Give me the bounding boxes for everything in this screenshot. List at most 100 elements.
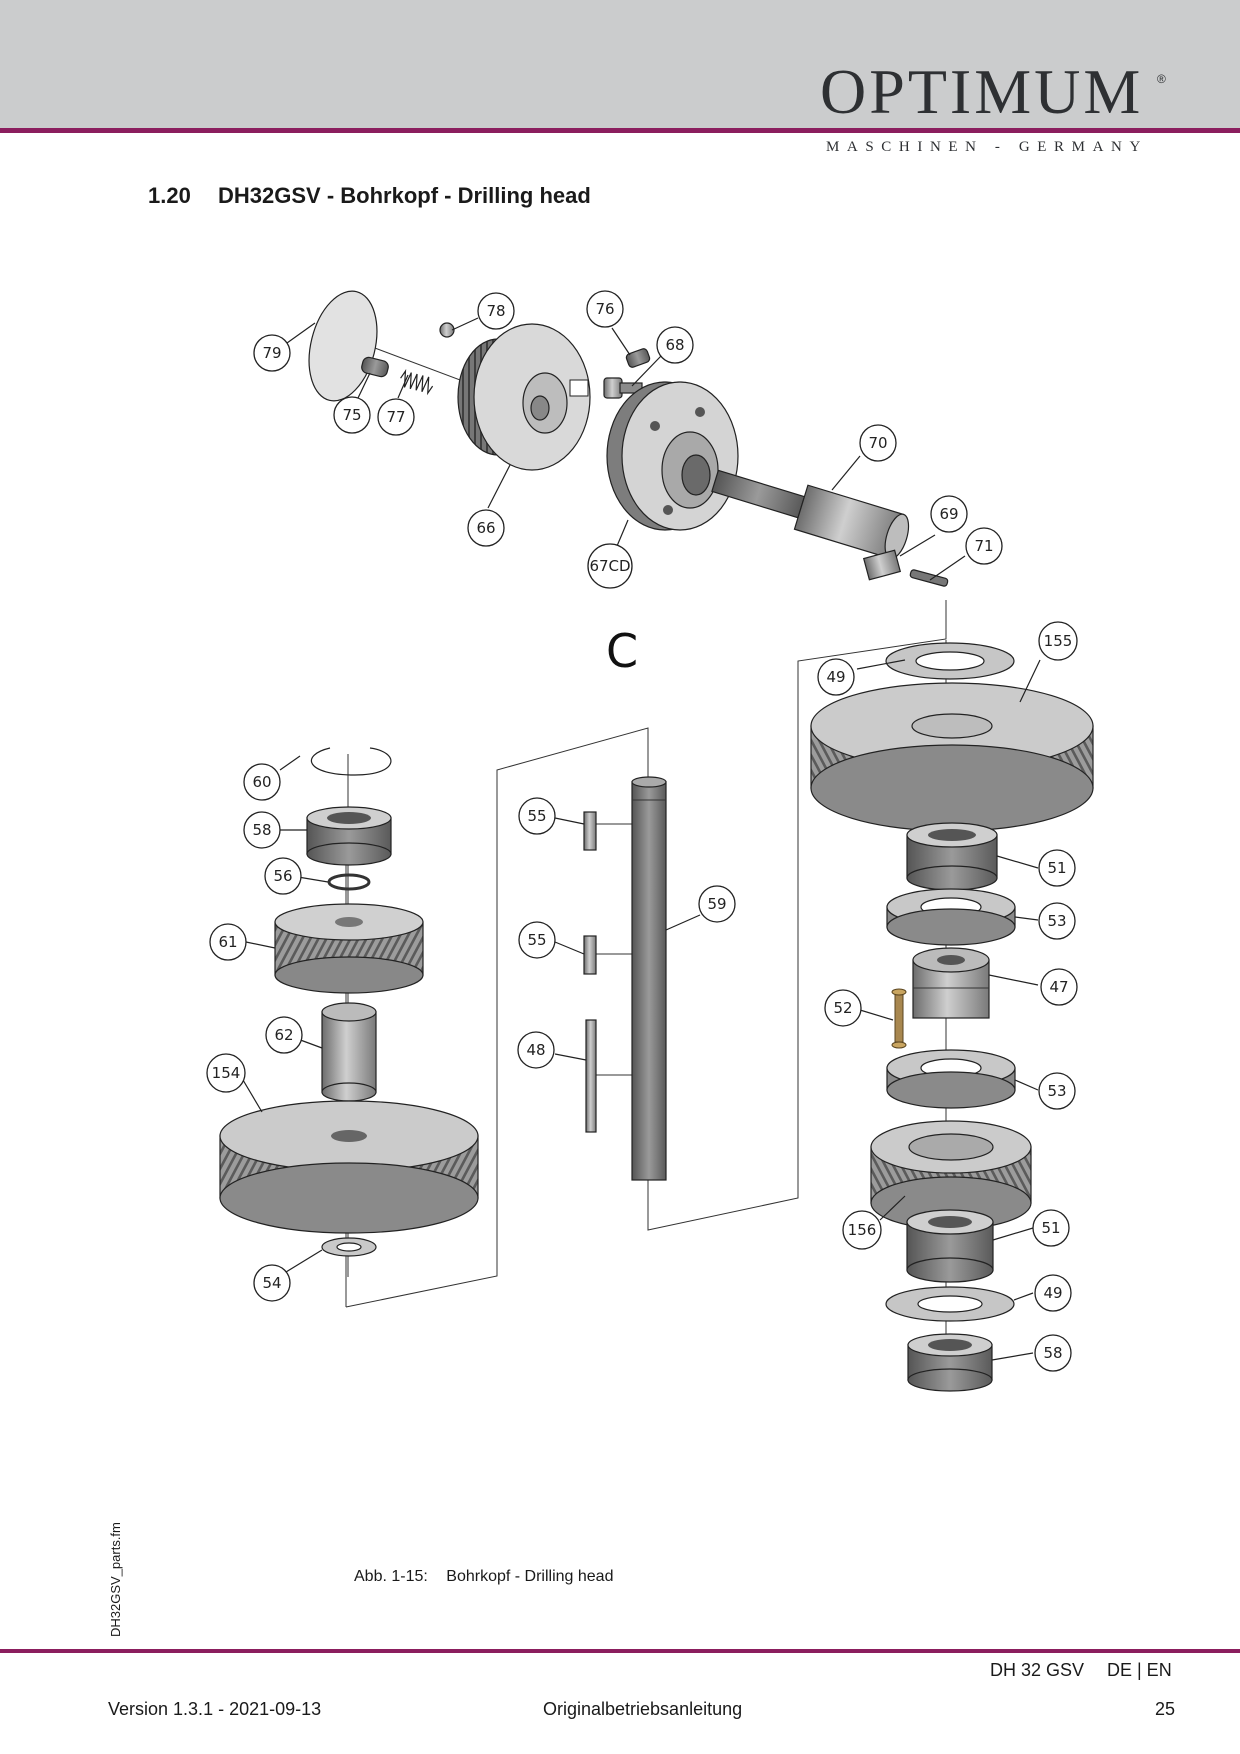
callout-53-bottom: 53 — [1038, 1072, 1076, 1110]
callout-51-top: 51 — [1038, 849, 1076, 887]
svg-text:79: 79 — [262, 344, 281, 362]
svg-text:49: 49 — [1043, 1284, 1062, 1302]
footer-doc-type: Originalbetriebsanleitung — [543, 1699, 743, 1719]
part-49-washer-bottom — [885, 1286, 1015, 1322]
right-stack — [810, 640, 1094, 1392]
part-58-bearing-bottom — [907, 1333, 993, 1392]
callout-154: 154 — [206, 1053, 246, 1093]
callout-70: 70 — [859, 424, 897, 462]
callout-62: 62 — [265, 1016, 303, 1054]
part-76-screw — [625, 348, 651, 368]
svg-text:47: 47 — [1049, 978, 1068, 996]
callout-49-bottom: 49 — [1034, 1274, 1072, 1312]
svg-text:66: 66 — [476, 519, 495, 537]
part-71-pin — [909, 569, 949, 587]
callout-67CD: 67CD — [587, 543, 633, 589]
callout-55-lower: 55 — [518, 921, 556, 959]
callout-155: 155 — [1038, 621, 1078, 661]
svg-text:75: 75 — [342, 406, 361, 424]
svg-text:60: 60 — [252, 773, 271, 791]
upper-assembly — [308, 290, 949, 587]
svg-text:78: 78 — [486, 302, 505, 320]
callout-77: 77 — [377, 398, 415, 436]
header-rule — [0, 128, 1240, 133]
callout-56: 56 — [264, 857, 302, 895]
section-number: 1.20 — [148, 183, 191, 208]
section-marker: C — [606, 624, 638, 678]
part-154-large-gear — [219, 1100, 479, 1234]
brand-tagline: MASCHINEN - GERMANY — [826, 139, 1148, 155]
callout-49-top: 49 — [817, 658, 855, 696]
part-155-large-gear — [810, 682, 1094, 832]
figure-caption-label: Abb. 1-15: — [354, 1568, 428, 1585]
callout-75: 75 — [333, 396, 371, 434]
svg-text:62: 62 — [274, 1026, 293, 1044]
callout-68: 68 — [656, 326, 694, 364]
footer-rule — [0, 1649, 1240, 1653]
part-51-bearing-top — [906, 822, 998, 891]
svg-text:77: 77 — [386, 408, 405, 426]
svg-text:55: 55 — [527, 807, 546, 825]
part-77-spring — [400, 369, 434, 396]
svg-text:58: 58 — [1043, 1344, 1062, 1362]
part-69-block — [862, 549, 902, 581]
part-70-shaft — [711, 469, 910, 560]
callout-59: 59 — [698, 885, 736, 923]
svg-text:156: 156 — [848, 1221, 877, 1239]
part-52-pin — [891, 988, 907, 1049]
svg-text:53: 53 — [1047, 912, 1066, 930]
svg-text:49: 49 — [826, 668, 845, 686]
callout-71: 71 — [965, 527, 1003, 565]
part-66-pinion-disc — [457, 323, 591, 471]
part-67CD-flange — [606, 381, 739, 531]
callout-156: 156 — [842, 1210, 882, 1250]
leader-lines — [242, 317, 1041, 1361]
svg-text:70: 70 — [868, 434, 887, 452]
callout-61: 61 — [209, 923, 247, 961]
part-61-helical-gear — [274, 903, 424, 994]
svg-text:71: 71 — [974, 537, 993, 555]
footer-version: Version 1.3.1 - 2021-09-13 — [108, 1699, 322, 1719]
side-filename: DH32GSV_parts.fm — [108, 1522, 123, 1637]
svg-text:53: 53 — [1047, 1082, 1066, 1100]
svg-text:155: 155 — [1044, 632, 1073, 650]
svg-text:67CD: 67CD — [589, 557, 630, 575]
left-stack — [219, 747, 479, 1277]
callout-52: 52 — [824, 989, 862, 1027]
callout-55-upper: 55 — [518, 797, 556, 835]
part-58-bearing — [306, 806, 392, 866]
svg-text:54: 54 — [262, 1274, 281, 1292]
registered-mark: ® — [1157, 72, 1166, 86]
svg-text:51: 51 — [1047, 859, 1066, 877]
callout-60: 60 — [243, 763, 281, 801]
callout-48: 48 — [517, 1031, 555, 1069]
svg-text:52: 52 — [833, 999, 852, 1017]
callout-58-right: 58 — [1034, 1334, 1072, 1372]
callout-66: 66 — [467, 509, 505, 547]
part-62-sleeve — [321, 1002, 377, 1102]
part-56-ring — [327, 873, 371, 891]
svg-text:69: 69 — [939, 505, 958, 523]
svg-text:68: 68 — [665, 336, 684, 354]
part-78-ball — [439, 322, 455, 338]
callout-51-bottom: 51 — [1032, 1209, 1070, 1247]
part-53-clutch-ring-top — [886, 888, 1016, 946]
middle-stack — [583, 771, 667, 1188]
svg-text:154: 154 — [212, 1064, 241, 1082]
part-51-bearing-bottom — [906, 1209, 994, 1283]
svg-text:61: 61 — [218, 933, 237, 951]
callout-78: 78 — [477, 292, 515, 330]
page-number: 25 — [1155, 1699, 1176, 1719]
svg-text:58: 58 — [252, 821, 271, 839]
part-60-circlip — [311, 747, 392, 776]
svg-text:59: 59 — [707, 895, 726, 913]
callout-54: 54 — [253, 1264, 291, 1302]
svg-text:48: 48 — [526, 1041, 545, 1059]
callout-47: 47 — [1040, 968, 1078, 1006]
part-55-key-upper — [583, 811, 597, 851]
part-53-clutch-ring-bottom — [886, 1049, 1016, 1109]
svg-text:56: 56 — [273, 867, 292, 885]
callout-53-top: 53 — [1038, 902, 1076, 940]
callout-79: 79 — [253, 334, 291, 372]
